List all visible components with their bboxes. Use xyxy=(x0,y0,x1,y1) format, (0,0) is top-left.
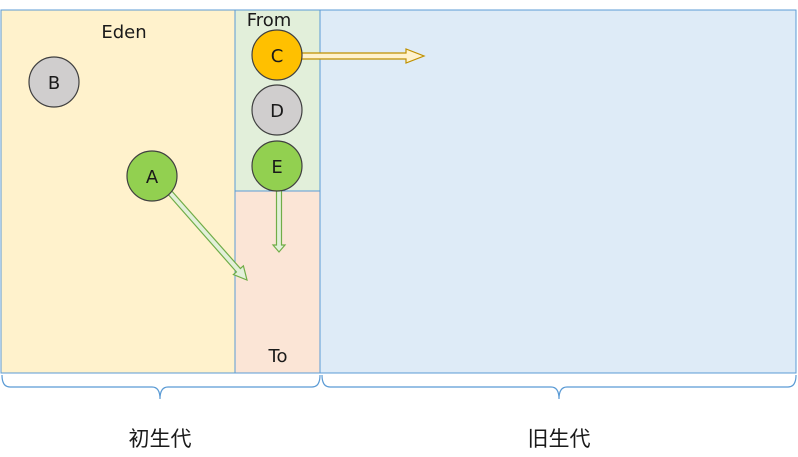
object-d-label: D xyxy=(270,101,284,122)
object-c-circle xyxy=(251,29,303,81)
young-generation-label: 初生代 xyxy=(129,427,192,451)
arrow-a-to-to xyxy=(157,179,248,281)
arrow-e-to-to xyxy=(271,183,287,253)
object-a-circle xyxy=(126,150,178,202)
object-c-label: C xyxy=(271,46,284,67)
young-generation-brace xyxy=(1,374,321,400)
object-e-label: E xyxy=(271,157,282,178)
object-a-label: A xyxy=(146,167,159,188)
to-label: To xyxy=(268,346,288,367)
eden-label: Eden xyxy=(101,22,146,43)
arrow-c-to-old-generation xyxy=(294,48,426,64)
old-generation-region xyxy=(319,9,797,374)
object-b-label: B xyxy=(48,73,60,94)
from-label: From xyxy=(247,10,292,31)
old-generation-label: 旧生代 xyxy=(528,427,591,451)
object-d-circle xyxy=(251,84,303,136)
object-e-circle xyxy=(251,140,303,192)
object-b-circle xyxy=(28,56,80,108)
old-generation-brace xyxy=(321,374,797,400)
